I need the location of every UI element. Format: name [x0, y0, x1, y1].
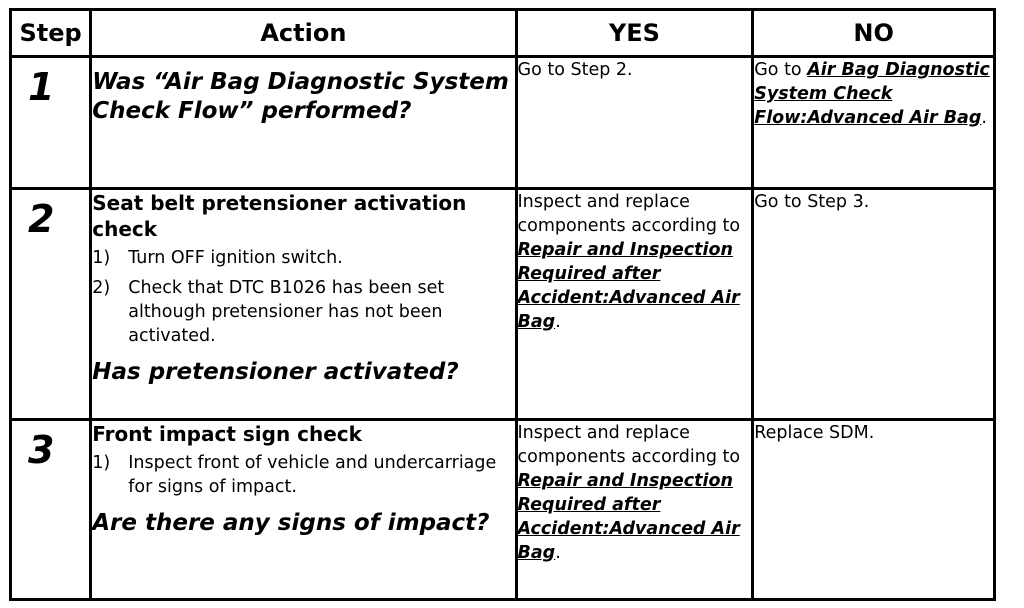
action-question: Was “Air Bag Diagnostic System Check Flo… — [92, 69, 509, 124]
header-step: Step — [8, 8, 93, 58]
step-number: 3 — [28, 427, 55, 472]
action-title: Seat belt pretensioner activation check — [92, 190, 467, 241]
no-text: Replace SDM. — [754, 422, 875, 443]
yes-suffix: . — [555, 311, 561, 332]
yes-prefix: Inspect and replace components according… — [517, 191, 741, 236]
header-row: Step Action YES NO — [8, 8, 996, 58]
step-cell: 2 — [8, 186, 93, 421]
no-cell: Replace SDM. — [751, 417, 996, 602]
yes-prefix: Inspect and replace components according… — [517, 422, 741, 467]
no-cell: Go to Air Bag Diagnostic System Check Fl… — [751, 55, 996, 190]
list-item-number: 1) — [92, 247, 111, 268]
table-row: 2 Seat belt pretensioner activation chec… — [8, 186, 996, 421]
diagnostic-table: Step Action YES NO 1 Was “Air Bag Diagno… — [8, 8, 996, 602]
no-reference-link[interactable]: Air Bag Diagnostic System Check Flow:Adv… — [754, 60, 990, 128]
action-cell: Was “Air Bag Diagnostic System Check Flo… — [89, 55, 518, 190]
list-item: 1) Inspect front of vehicle and undercar… — [92, 451, 514, 499]
header-yes: YES — [514, 8, 755, 58]
action-question: Are there any signs of impact? — [92, 509, 490, 536]
step-number: 2 — [28, 196, 55, 241]
action-list: 1) Inspect front of vehicle and undercar… — [92, 451, 514, 499]
yes-cell: Inspect and replace components according… — [514, 186, 755, 421]
list-item-text: Check that DTC B1026 has been set althou… — [128, 277, 445, 346]
list-item: 1) Turn OFF ignition switch. — [92, 246, 514, 270]
list-item-number: 1) — [92, 452, 111, 473]
yes-cell: Inspect and replace components according… — [514, 417, 755, 602]
action-list: 1) Turn OFF ignition switch. 2) Check th… — [92, 246, 514, 348]
yes-suffix: . — [555, 542, 561, 563]
yes-text: Go to Step 2. — [517, 60, 633, 80]
yes-reference-link[interactable]: Repair and Inspection Required after Acc… — [517, 470, 740, 563]
action-cell: Seat belt pretensioner activation check … — [89, 186, 518, 421]
action-title: Front impact sign check — [92, 421, 362, 446]
header-no: NO — [751, 8, 996, 58]
header-action: Action — [89, 8, 518, 58]
no-prefix: Go to — [754, 60, 808, 80]
no-suffix: . — [981, 108, 987, 128]
list-item-text: Turn OFF ignition switch. — [128, 247, 343, 268]
table-row: 1 Was “Air Bag Diagnostic System Check F… — [8, 55, 996, 190]
step-cell: 1 — [8, 55, 93, 190]
yes-cell: Go to Step 2. — [514, 55, 755, 190]
list-item: 2) Check that DTC B1026 has been set alt… — [92, 276, 514, 348]
list-item-number: 2) — [92, 277, 111, 298]
action-question: Has pretensioner activated? — [92, 358, 459, 385]
no-text: Go to Step 3. — [754, 191, 870, 212]
list-item-text: Inspect front of vehicle and undercarria… — [128, 452, 497, 497]
step-number: 1 — [28, 65, 55, 109]
no-cell: Go to Step 3. — [751, 186, 996, 421]
table-row: 3 Front impact sign check 1) Inspect fro… — [8, 417, 996, 602]
step-cell: 3 — [8, 417, 93, 602]
yes-reference-link[interactable]: Repair and Inspection Required after Acc… — [517, 239, 740, 332]
action-cell: Front impact sign check 1) Inspect front… — [89, 417, 518, 602]
